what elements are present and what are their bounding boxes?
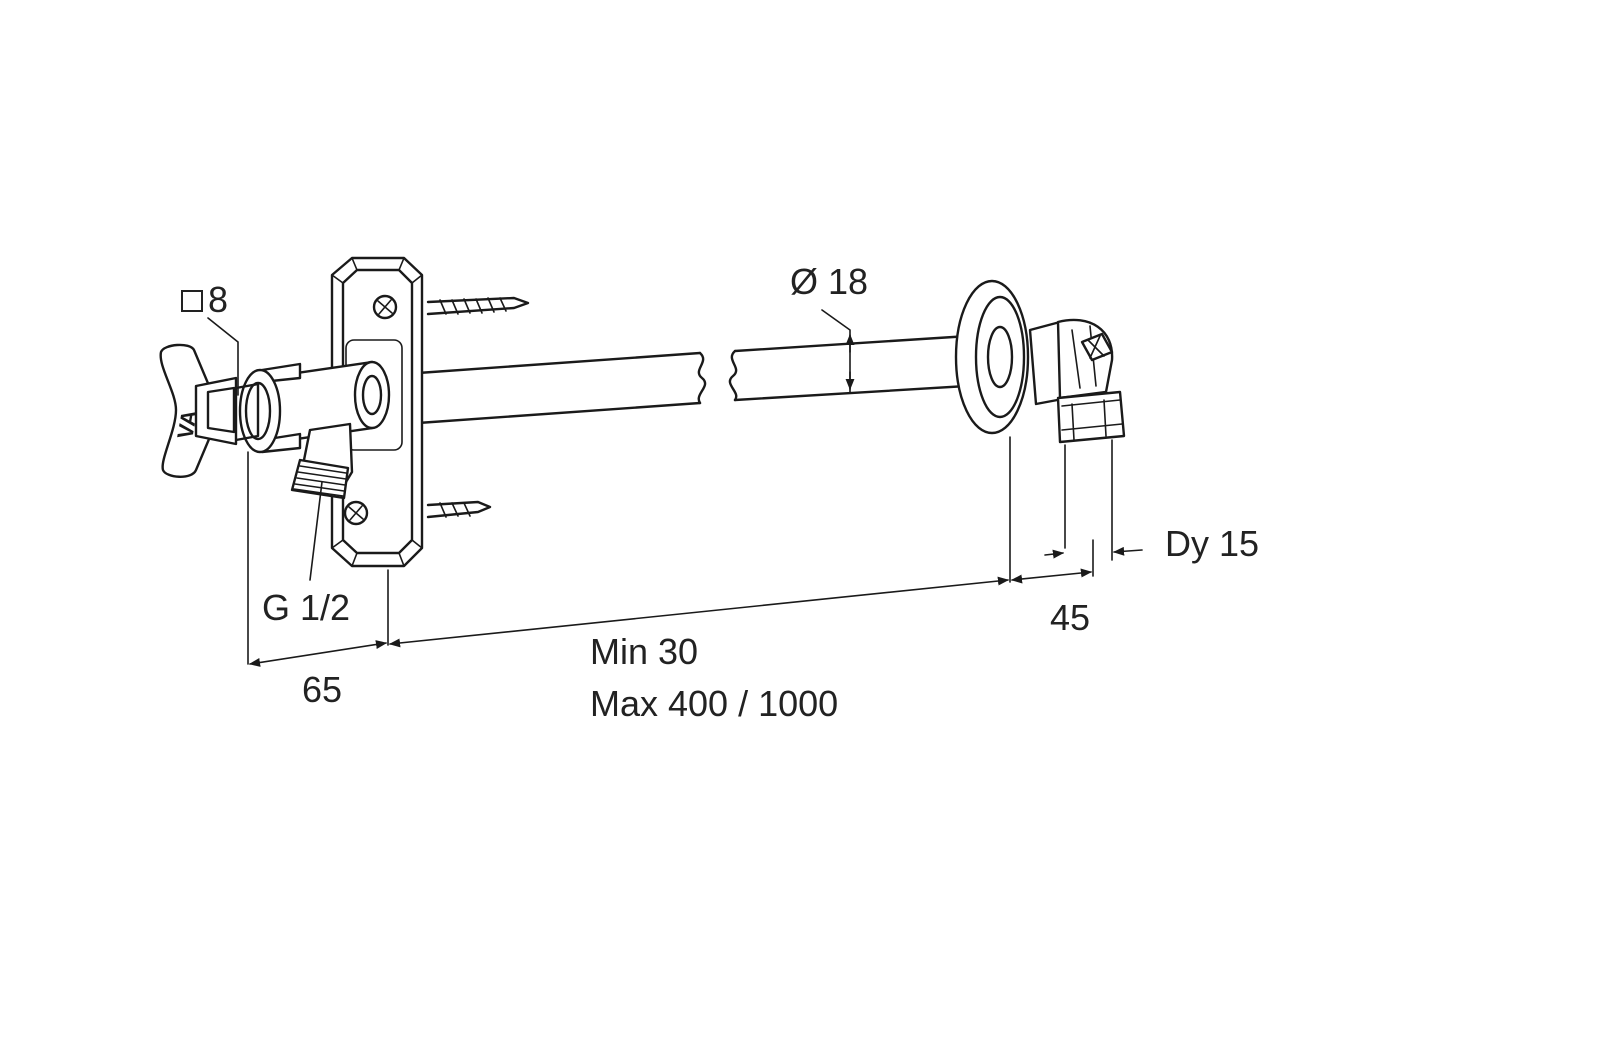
- pipe-right-segment: [728, 332, 1002, 402]
- length-max-label: Max 400 / 1000: [590, 683, 838, 724]
- bottom-screw: [426, 500, 492, 519]
- top-screw: [426, 296, 530, 316]
- elbow-connection: [1028, 318, 1126, 444]
- length-min-label: Min 30: [590, 631, 698, 672]
- dim-line-65: [248, 640, 388, 667]
- diameter-dimension: [821, 309, 855, 393]
- key-handle: VA: [159, 343, 238, 478]
- dim-line-45: [1010, 568, 1093, 584]
- va-logo: VA: [172, 408, 202, 441]
- pipe-diameter-label: Ø 18: [790, 261, 868, 302]
- plate-screw-head-bottom: [343, 500, 369, 526]
- thread-leader: [309, 481, 323, 581]
- hose-outlet: [290, 422, 354, 500]
- square-drive-leader: [207, 317, 239, 396]
- dim-line-length: [388, 576, 1010, 648]
- extension-lines: [247, 436, 1113, 665]
- dim-arrow-dy-left: [1044, 549, 1065, 559]
- wall-flange: [954, 279, 1030, 435]
- plate-screw-head-top: [372, 294, 398, 320]
- dim-arrow-dy-right: [1112, 546, 1143, 556]
- thread-label: G 1/2: [262, 587, 350, 628]
- nominal-size-label: Dy 15: [1165, 523, 1259, 564]
- pipe-left-segment: [416, 351, 707, 425]
- handle-depth-label: 65: [302, 669, 342, 710]
- square-drive-label: 8: [208, 279, 228, 320]
- compression-nut: [1056, 390, 1126, 444]
- elbow-offset-label: 45: [1050, 597, 1090, 638]
- valve-body: [234, 360, 391, 500]
- square-symbol: [181, 290, 203, 312]
